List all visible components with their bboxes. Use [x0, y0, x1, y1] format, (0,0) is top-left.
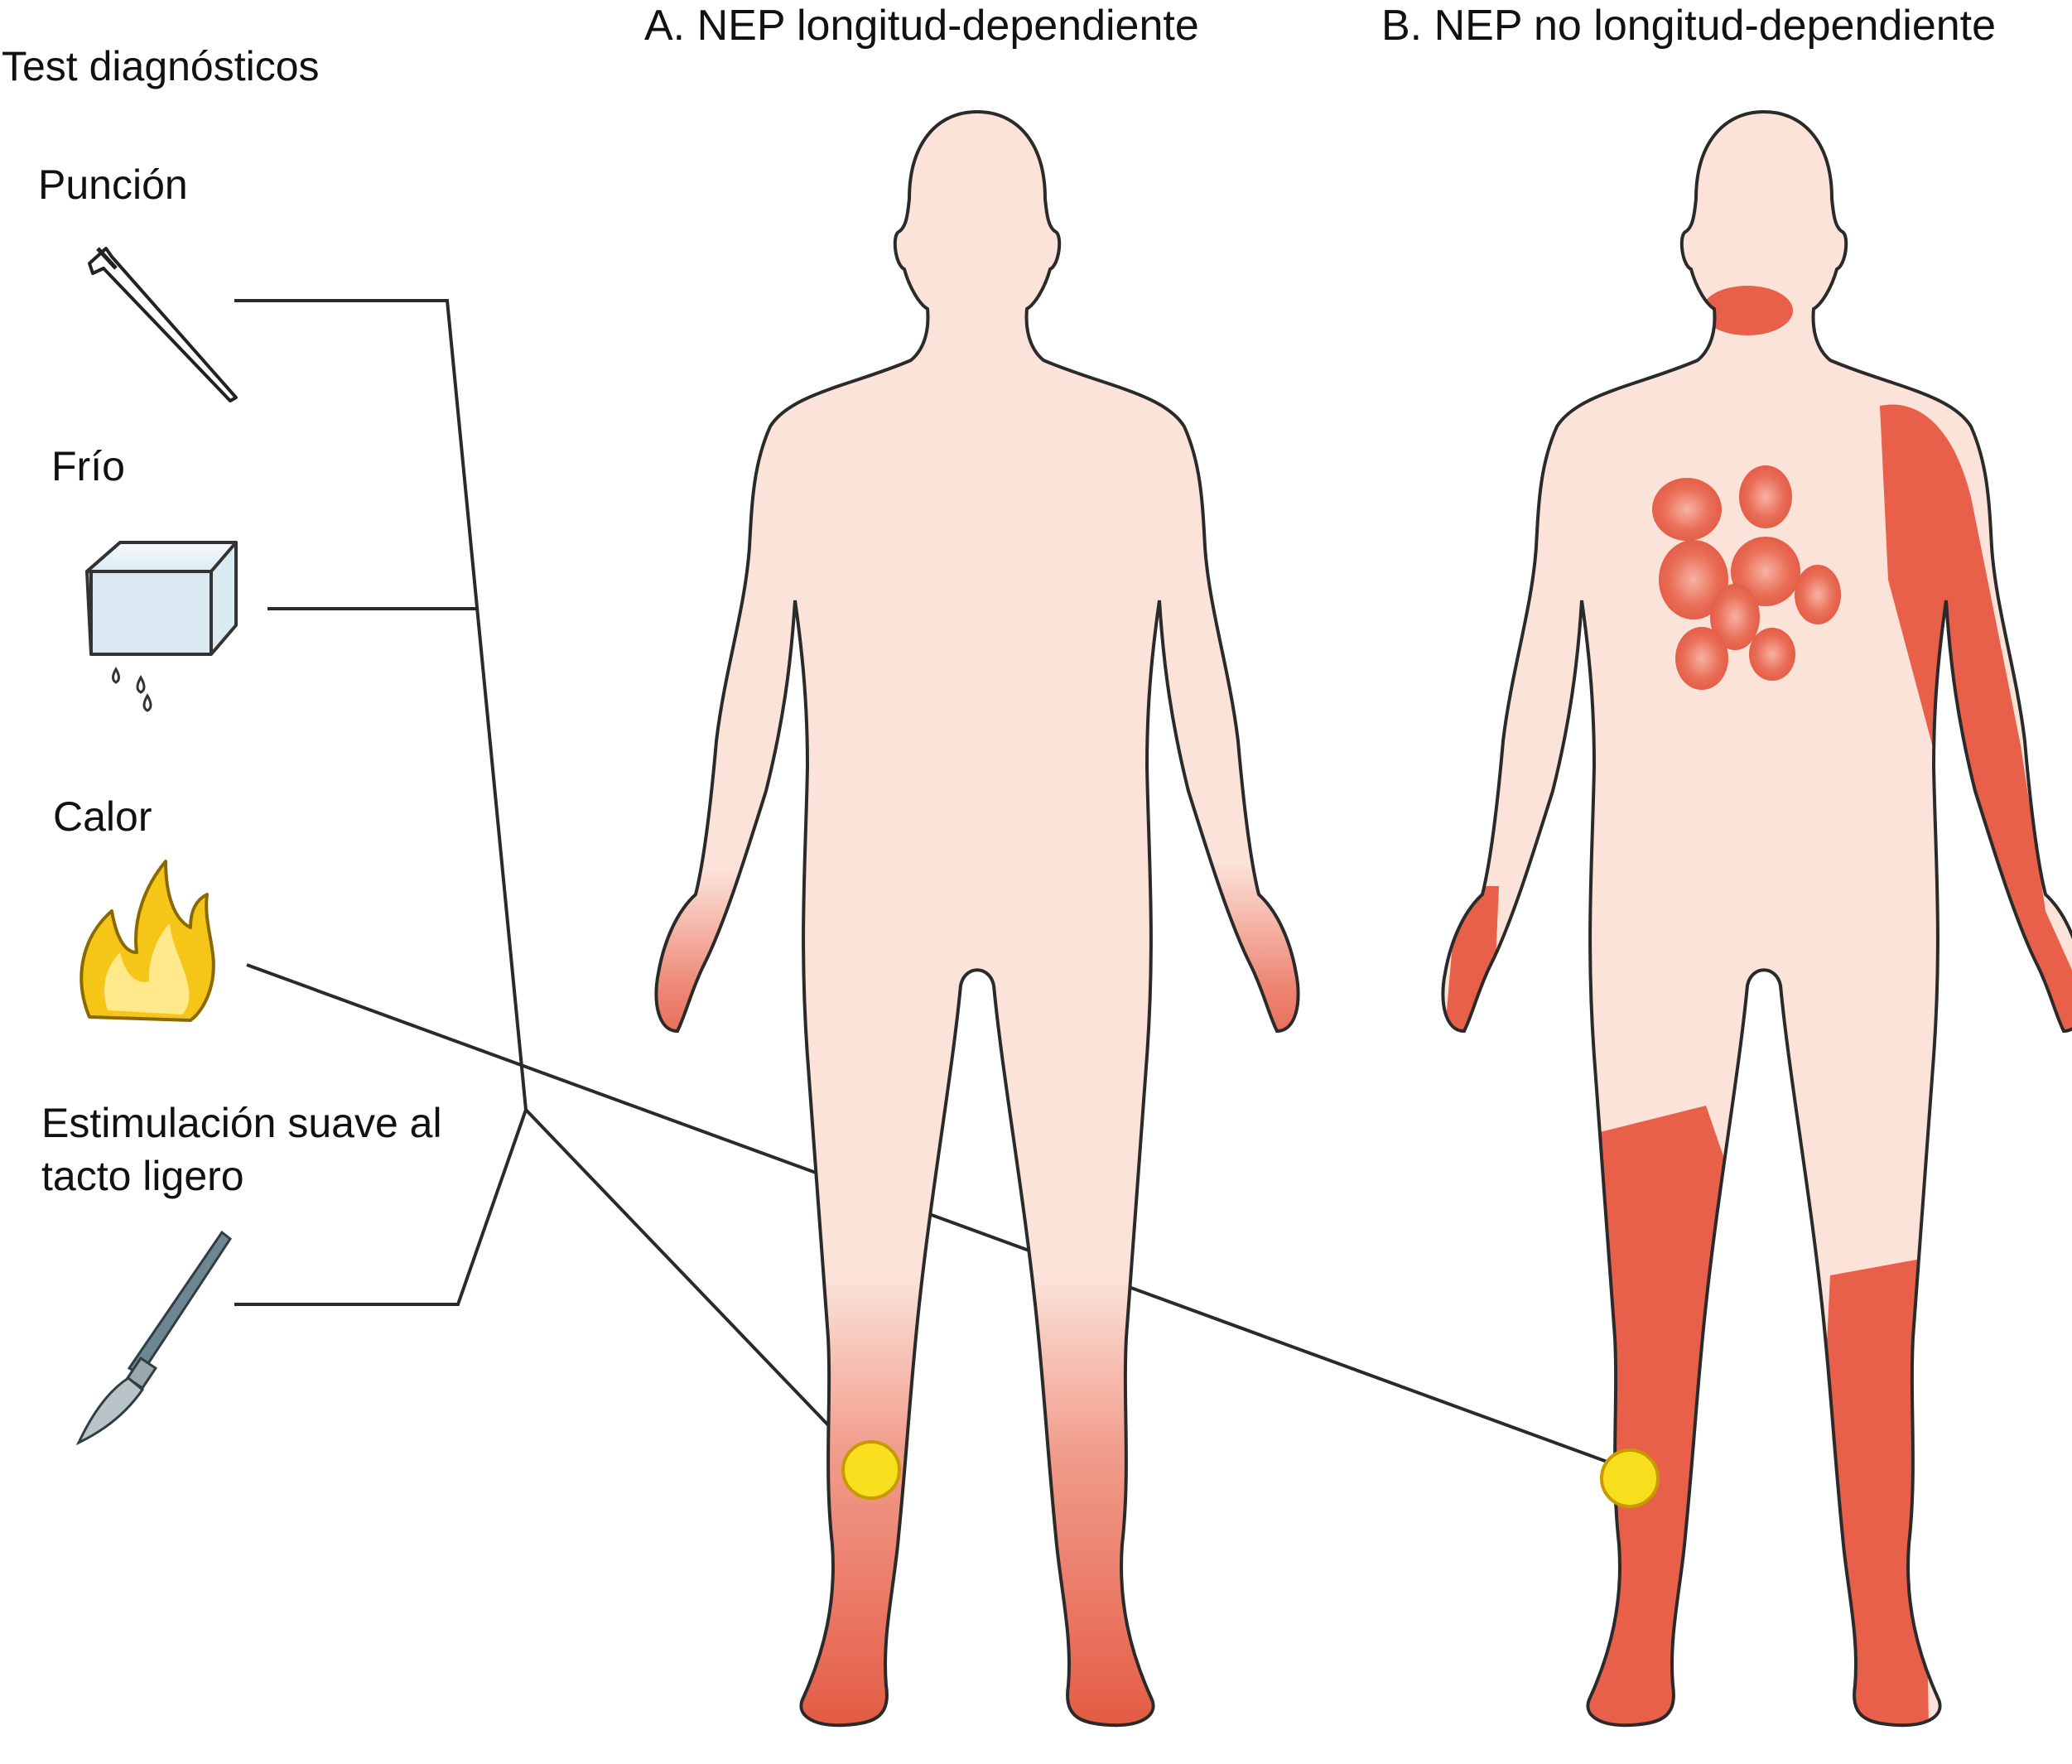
test-label-frio: Frío: [51, 443, 125, 489]
pin-icon: [88, 247, 238, 402]
test-label-puncion: Punción: [38, 161, 188, 208]
test-label-calor: Calor: [53, 793, 152, 840]
panel-a-title: A. NEP longitud-dependiente: [644, 2, 1199, 50]
body-figure-b: [1441, 110, 2072, 1728]
brush-icon: [75, 1230, 233, 1446]
trunk-patches: [1652, 465, 1841, 690]
body-figure-a: [654, 110, 1300, 1728]
test-site-b: [1600, 1448, 1660, 1508]
tests-title: Test diagnósticos: [2, 43, 320, 89]
ice-cube-icon: [85, 541, 238, 712]
panel-b-title: B. NEP no longitud-dependiente: [1381, 2, 1997, 50]
flame-icon: [80, 860, 215, 1022]
test-site-a: [841, 1440, 901, 1500]
connector-lines: [234, 299, 1631, 1472]
test-label-tacto-line2: tacto ligero: [41, 1153, 244, 1199]
test-label-tacto: Estimulación suave al: [41, 1100, 442, 1146]
